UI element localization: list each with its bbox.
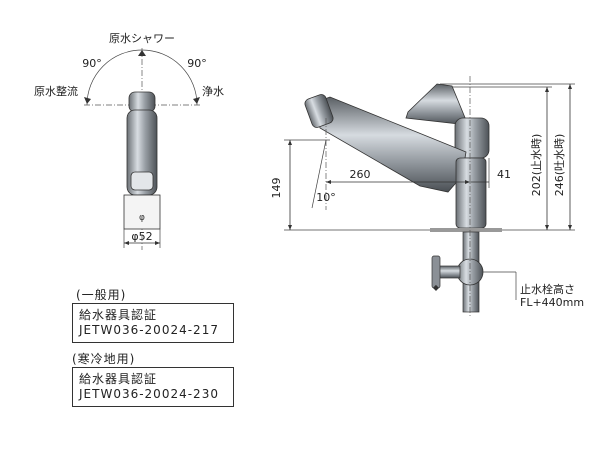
- label-angle-left: 90°: [82, 57, 102, 70]
- front-lever: [130, 171, 154, 191]
- stop-valve-handle: [431, 255, 441, 289]
- dim-246-arrow-t: [568, 84, 572, 89]
- label-stop-valve-height: FL+440mm: [520, 296, 584, 309]
- arrow-left: [84, 97, 91, 104]
- cert-general-title: 給水器具認証: [79, 308, 158, 322]
- lever-handle: [405, 83, 469, 126]
- valve-mark-icon: ◆: [433, 283, 440, 292]
- angle-ray: [311, 139, 327, 209]
- arrow-right: [193, 97, 200, 104]
- base-mark-icon: φ: [139, 213, 145, 223]
- label-10-deg: 10°: [316, 191, 336, 204]
- cert-cold-title: 給水器具認証: [79, 372, 158, 386]
- spout: [315, 96, 467, 193]
- cert-cold-box: 給水器具認証 JETW036-20024-230: [72, 367, 234, 407]
- label-angle-right: 90°: [187, 57, 207, 70]
- dim-202-arrow-t: [545, 87, 549, 92]
- label-202: 202(止水時): [530, 134, 543, 197]
- dim-149-arrow-b: [288, 225, 292, 230]
- front-head: [128, 91, 156, 113]
- dim-260-arrow-r: [465, 180, 470, 184]
- cert-general-box: 給水器具認証 JETW036-20024-217: [72, 303, 234, 343]
- column: [455, 157, 487, 229]
- label-246: 246(吐水時): [553, 134, 566, 197]
- label-shower: 原水シャワー: [109, 32, 175, 45]
- label-purified: 浄水: [202, 84, 224, 98]
- front-base: [123, 194, 161, 230]
- dim-base-arrow-l: [124, 241, 129, 245]
- label-base-diameter: φ52: [131, 230, 152, 243]
- dim-149-arrow-t: [288, 140, 292, 145]
- stop-valve-stem: [437, 265, 461, 279]
- top-view: 原水シャワー 90° 90° 原水整流 浄水 φ φ52: [34, 32, 224, 250]
- cert-general-category: (一般用): [76, 288, 127, 302]
- cert-general-code: JETW036-20024-217: [79, 323, 219, 337]
- side-view: ◆ 260 41 10° 149 202(止水時) 246(吐水時): [270, 76, 584, 318]
- label-260: 260: [350, 168, 371, 181]
- label-41: 41: [497, 168, 511, 181]
- label-raw-water: 原水整流: [34, 84, 78, 98]
- dim-260-arrow-l: [326, 180, 331, 184]
- label-stop-valve: 止水栓高さ: [520, 282, 575, 296]
- arrow-top: [138, 50, 146, 56]
- label-149: 149: [270, 178, 283, 199]
- cert-cold-code: JETW036-20024-230: [79, 387, 219, 401]
- cert-cold-category: (寒冷地用): [72, 352, 136, 366]
- deck: [430, 228, 502, 232]
- dim-202-arrow-b: [545, 225, 549, 230]
- dim-base-arrow-r: [155, 241, 160, 245]
- dim-246-arrow-b: [568, 225, 572, 230]
